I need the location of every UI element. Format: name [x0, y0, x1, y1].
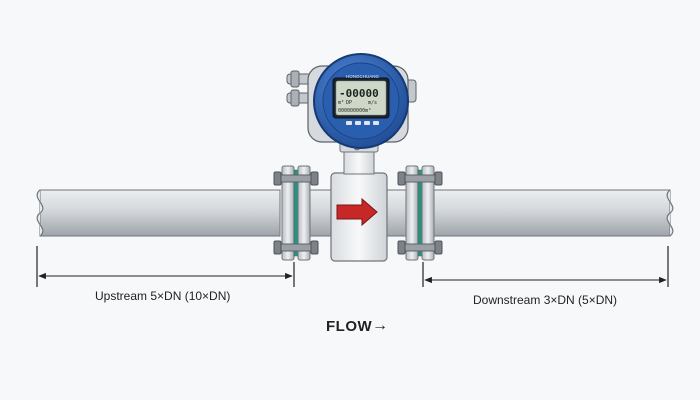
upstream-length-label: Upstream 5×DN (10×DN) [95, 289, 231, 303]
upstream-dimension [36, 246, 295, 287]
lcd-unit-right: m/s [368, 100, 377, 106]
lcd-total: 000000000m³ [338, 108, 371, 114]
red-arrow-icon [336, 197, 378, 227]
lcd-main-reading: -00000 [339, 87, 379, 100]
lcd-unit-left: m³ [338, 100, 344, 106]
left-flange-assembly [273, 165, 319, 261]
upstream-pipe [36, 189, 281, 237]
keypad-button-4 [373, 121, 379, 125]
right-flange-assembly [397, 165, 443, 261]
downstream-dimension [422, 246, 669, 287]
transmitter-housing: HONGCHUANG -00000 m³ DP m/s 000000000m³ [286, 53, 417, 149]
keypad-button-3 [364, 121, 370, 125]
downstream-length-label: Downstream 3×DN (5×DN) [473, 293, 618, 307]
pipe-break-right [666, 189, 674, 237]
brand-text: HONGCHUANG [346, 74, 380, 79]
flow-arrow-icon: → [372, 317, 388, 334]
lcd-screen [335, 80, 387, 116]
lcd-mode: DP [346, 100, 352, 106]
keypad-button-2 [355, 121, 361, 125]
meter-body [309, 172, 407, 262]
pipe-break-left [36, 189, 44, 237]
cable-gland-bottom [290, 89, 300, 107]
downstream-pipe [433, 189, 674, 237]
cable-gland-top [290, 70, 300, 88]
keypad-button-1 [346, 121, 352, 125]
flow-label: FLOW [326, 318, 373, 335]
